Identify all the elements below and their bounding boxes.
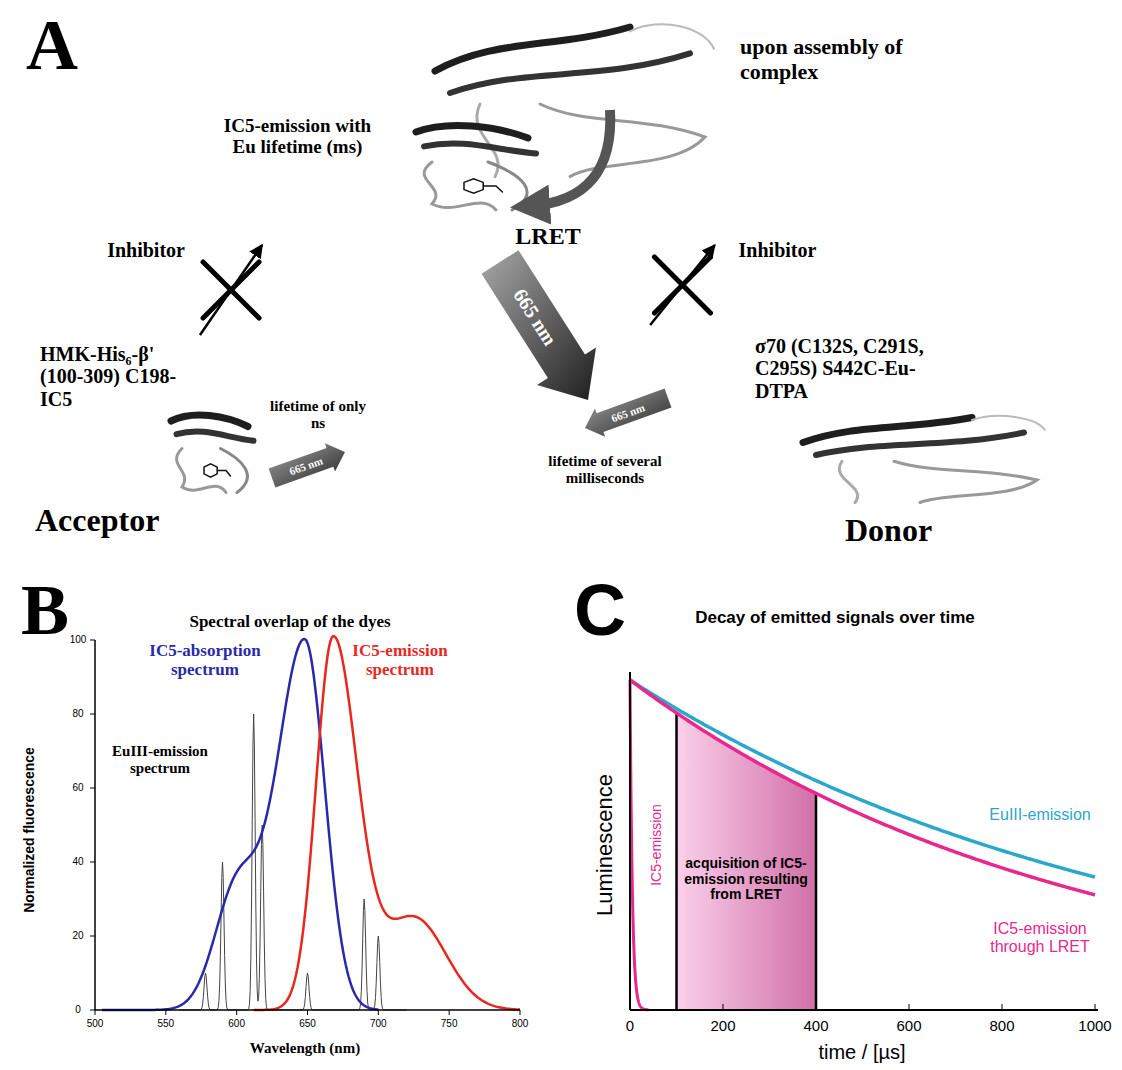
tick-label: 200 xyxy=(710,1018,735,1035)
tick-label: 20 xyxy=(72,930,83,941)
ribbon xyxy=(171,415,248,426)
donor-protein xyxy=(803,416,1045,503)
panel-letter: A xyxy=(26,5,78,86)
axes xyxy=(90,640,520,1015)
emission-arrow xyxy=(585,389,671,437)
window-edge xyxy=(675,713,678,1010)
tick-label: 550 xyxy=(157,1018,174,1029)
tick-label: 0 xyxy=(626,1018,634,1035)
role-label: IC5-emission with Eu lifetime (ms) xyxy=(210,115,385,158)
ribbon xyxy=(816,433,1024,456)
axis-title: Normalized fluorescence xyxy=(22,747,38,913)
tick-label: 40 xyxy=(72,856,83,867)
tick-label: 500 xyxy=(87,1018,104,1029)
emission-curve xyxy=(254,636,520,1010)
complex-donor-protein xyxy=(435,24,714,176)
axis-title: time / [µs] xyxy=(818,1041,905,1063)
ribbon xyxy=(416,125,528,138)
ribbon xyxy=(630,24,714,49)
ribbon xyxy=(424,143,536,153)
emission-arrow xyxy=(482,250,597,400)
acceptor-group: HMK-His₆-β' (100-309) C198-IC5Acceptor xyxy=(30,335,360,550)
ribbon xyxy=(839,461,857,502)
ribbon xyxy=(435,27,630,71)
annotation: lifetime of only ns xyxy=(263,398,373,432)
tick-label: 400 xyxy=(803,1018,828,1035)
curve-label: IC5-absorption spectrum xyxy=(140,641,270,679)
absorption-curve xyxy=(102,639,378,1010)
tick-label: 100 xyxy=(70,634,87,645)
window-edge xyxy=(815,793,818,1010)
ribbon xyxy=(177,432,254,441)
block-cross xyxy=(654,257,710,313)
axis-title: Wavelength (nm) xyxy=(250,1040,360,1057)
complex-acceptor-protein xyxy=(416,125,536,210)
eu-decay-curve xyxy=(630,680,1095,877)
plot-title: Spectral overlap of the dyes xyxy=(189,612,390,631)
ribbon xyxy=(464,179,502,193)
curve-label: EuIII-emission xyxy=(989,806,1090,824)
curve-label: IC5-emission xyxy=(649,804,665,886)
inhibition-arrow xyxy=(650,245,715,325)
ribbon xyxy=(972,416,1045,430)
annotation: lifetime of several milliseconds xyxy=(543,453,668,487)
tick-label: 600 xyxy=(896,1018,921,1035)
plot-title: Decay of emitted signals over time xyxy=(695,608,975,627)
tick-label: 800 xyxy=(989,1018,1014,1035)
tick-label: 60 xyxy=(72,782,83,793)
tick-label: 1000 xyxy=(1078,1018,1111,1035)
ribbon xyxy=(450,53,690,93)
edge-label: Inhibitor xyxy=(736,239,820,262)
protein-label: σ70 (C132S, C291S, C295S) S442C-Eu-DTPA xyxy=(755,335,925,402)
tick-label: 600 xyxy=(228,1018,245,1029)
inhibition-arrow xyxy=(200,245,262,335)
donor-group: σ70 (C132S, C291S, C295S) S442C-Eu-DTPA D… xyxy=(630,325,1110,560)
tick-label: 650 xyxy=(299,1018,316,1029)
annotation: LRET xyxy=(515,223,580,250)
axes xyxy=(630,672,1098,1010)
complex-group: upon assembly of complexIC5-emission wit… xyxy=(210,15,1000,245)
acceptor-protein xyxy=(171,415,254,492)
curve-label: acquisition of IC5-emission resulting fr… xyxy=(681,856,811,903)
protein-label: upon assembly of complex xyxy=(740,35,915,84)
protein-label: HMK-His₆-β' (100-309) C198-IC5 xyxy=(40,343,180,410)
curve-label: IC5-emission spectrum xyxy=(340,641,460,679)
tick-label: 80 xyxy=(72,708,83,719)
tick-label: 700 xyxy=(370,1018,387,1029)
tick-label: 750 xyxy=(441,1018,458,1029)
axis-title: Luminescence xyxy=(593,774,618,916)
curve-label: IC5-emission through LRET xyxy=(985,920,1095,956)
ribbon xyxy=(204,464,230,477)
tick-label: 800 xyxy=(512,1018,529,1029)
curve-label: EuIII-emission spectrum xyxy=(105,743,215,777)
role-label: Donor xyxy=(845,513,995,549)
panel-letter: C xyxy=(574,570,626,651)
tick-label: 0 xyxy=(75,1004,81,1015)
lret-arrow xyxy=(530,110,610,206)
emission-arrow xyxy=(269,443,345,487)
edge-label: Inhibitor xyxy=(104,239,188,262)
role-label: Acceptor xyxy=(35,503,235,539)
ribbon xyxy=(803,418,972,443)
ribbon xyxy=(894,461,1037,502)
ribbon xyxy=(540,104,705,177)
panel-letter: B xyxy=(21,570,69,651)
ic5-decay-curve xyxy=(630,680,649,1010)
eu-emission-curve xyxy=(180,714,407,1010)
block-cross xyxy=(203,262,259,318)
